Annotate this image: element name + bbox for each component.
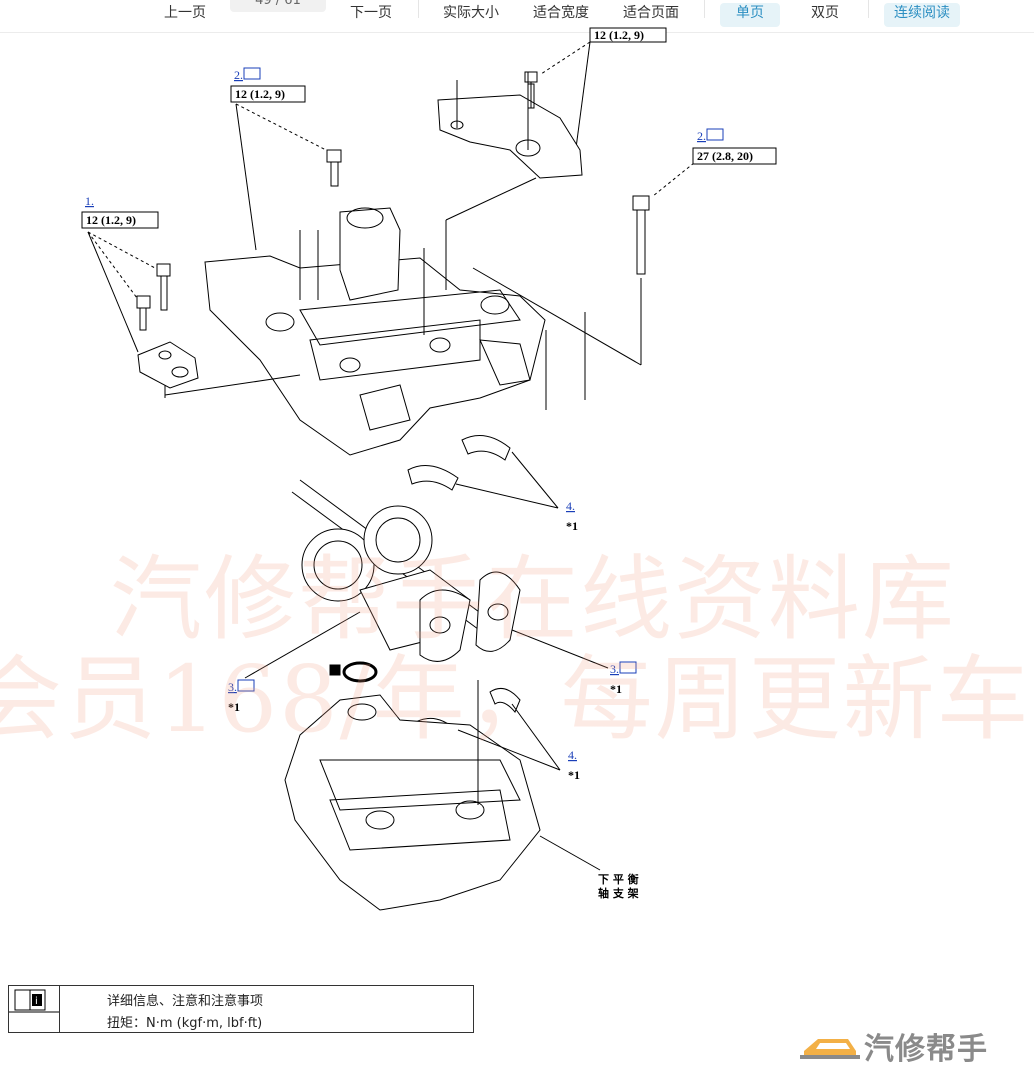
single-page-button[interactable]: 单页	[720, 3, 780, 27]
svg-text:i: i	[35, 996, 38, 1007]
toolbar-separator	[704, 0, 705, 18]
page-indicator[interactable]: 49 / 61	[230, 0, 326, 12]
callout-2b-torque: 27 (2.8, 20)	[697, 149, 753, 163]
callout-2a-torque: 12 (1.2, 9)	[235, 87, 285, 101]
brand-car-icon	[800, 1039, 860, 1059]
callout-4b-number[interactable]: 4.	[568, 748, 577, 762]
legend-details: 详细信息、注意和注意事项	[107, 994, 264, 1009]
book-icon	[237, 679, 255, 692]
callout-3b-number[interactable]: 3.	[610, 662, 619, 676]
svg-text:12 (1.2, 9): 12 (1.2, 9)	[594, 28, 644, 42]
bolt-top	[524, 71, 538, 109]
book-icon	[619, 661, 637, 674]
exploded-diagram: 12 (1.2, 9)	[81, 27, 777, 911]
bolt-1b	[136, 295, 151, 331]
info-book-icon: i	[9, 989, 59, 1013]
callout-3b-note: *1	[610, 682, 622, 696]
bolt-2b	[632, 195, 650, 275]
actual-size-button[interactable]: 实际大小	[443, 5, 499, 21]
brand-logo: 汽修帮手	[800, 1026, 988, 1067]
callout-4a-note: *1	[566, 519, 578, 533]
callout-1-torque: 12 (1.2, 9)	[86, 213, 136, 227]
book-icon	[706, 128, 724, 141]
legend-icon-cell: i	[9, 986, 60, 1032]
callout-top-right: 12 (1.2, 9)	[540, 27, 667, 149]
bolt-1a	[156, 263, 171, 311]
lower-bracket-label-line2: 轴 支 架	[598, 886, 639, 900]
viewer-toolbar: 上一页 49 / 61 下一页 实际大小 适合宽度 适合页面 单页 双页 连续阅…	[0, 0, 1034, 33]
callout-4b-note: *1	[568, 768, 580, 782]
bolt-2a	[326, 149, 342, 187]
callout-3a-note: *1	[228, 700, 240, 714]
callout-2b-number[interactable]: 2.	[697, 129, 706, 143]
callout-3a-number[interactable]: 3.	[228, 680, 237, 694]
legend-box: i 详细信息、注意和注意事项 扭矩：N·m (kgf·m, lbf·ft)	[8, 985, 474, 1033]
book-icon	[243, 67, 261, 80]
prev-page-button[interactable]: 上一页	[164, 5, 206, 21]
double-page-button[interactable]: 双页	[811, 5, 839, 21]
callout-2a-number[interactable]: 2.	[234, 68, 243, 82]
brand-name: 汽修帮手	[864, 1032, 988, 1067]
legend-torque-units: 扭矩：N·m (kgf·m, lbf·ft)	[107, 1016, 263, 1031]
next-page-button[interactable]: 下一页	[350, 5, 392, 21]
fit-page-button[interactable]: 适合页面	[623, 5, 679, 21]
callout-4a-number[interactable]: 4.	[566, 499, 575, 513]
toolbar-separator	[418, 0, 419, 18]
fit-width-button[interactable]: 适合宽度	[533, 5, 589, 21]
lower-bracket-label-line1: 下 平 衡	[598, 872, 639, 886]
callout-1-number[interactable]: 1.	[85, 194, 94, 208]
continuous-read-button[interactable]: 连续阅读	[884, 3, 960, 27]
toolbar-separator	[868, 0, 869, 18]
